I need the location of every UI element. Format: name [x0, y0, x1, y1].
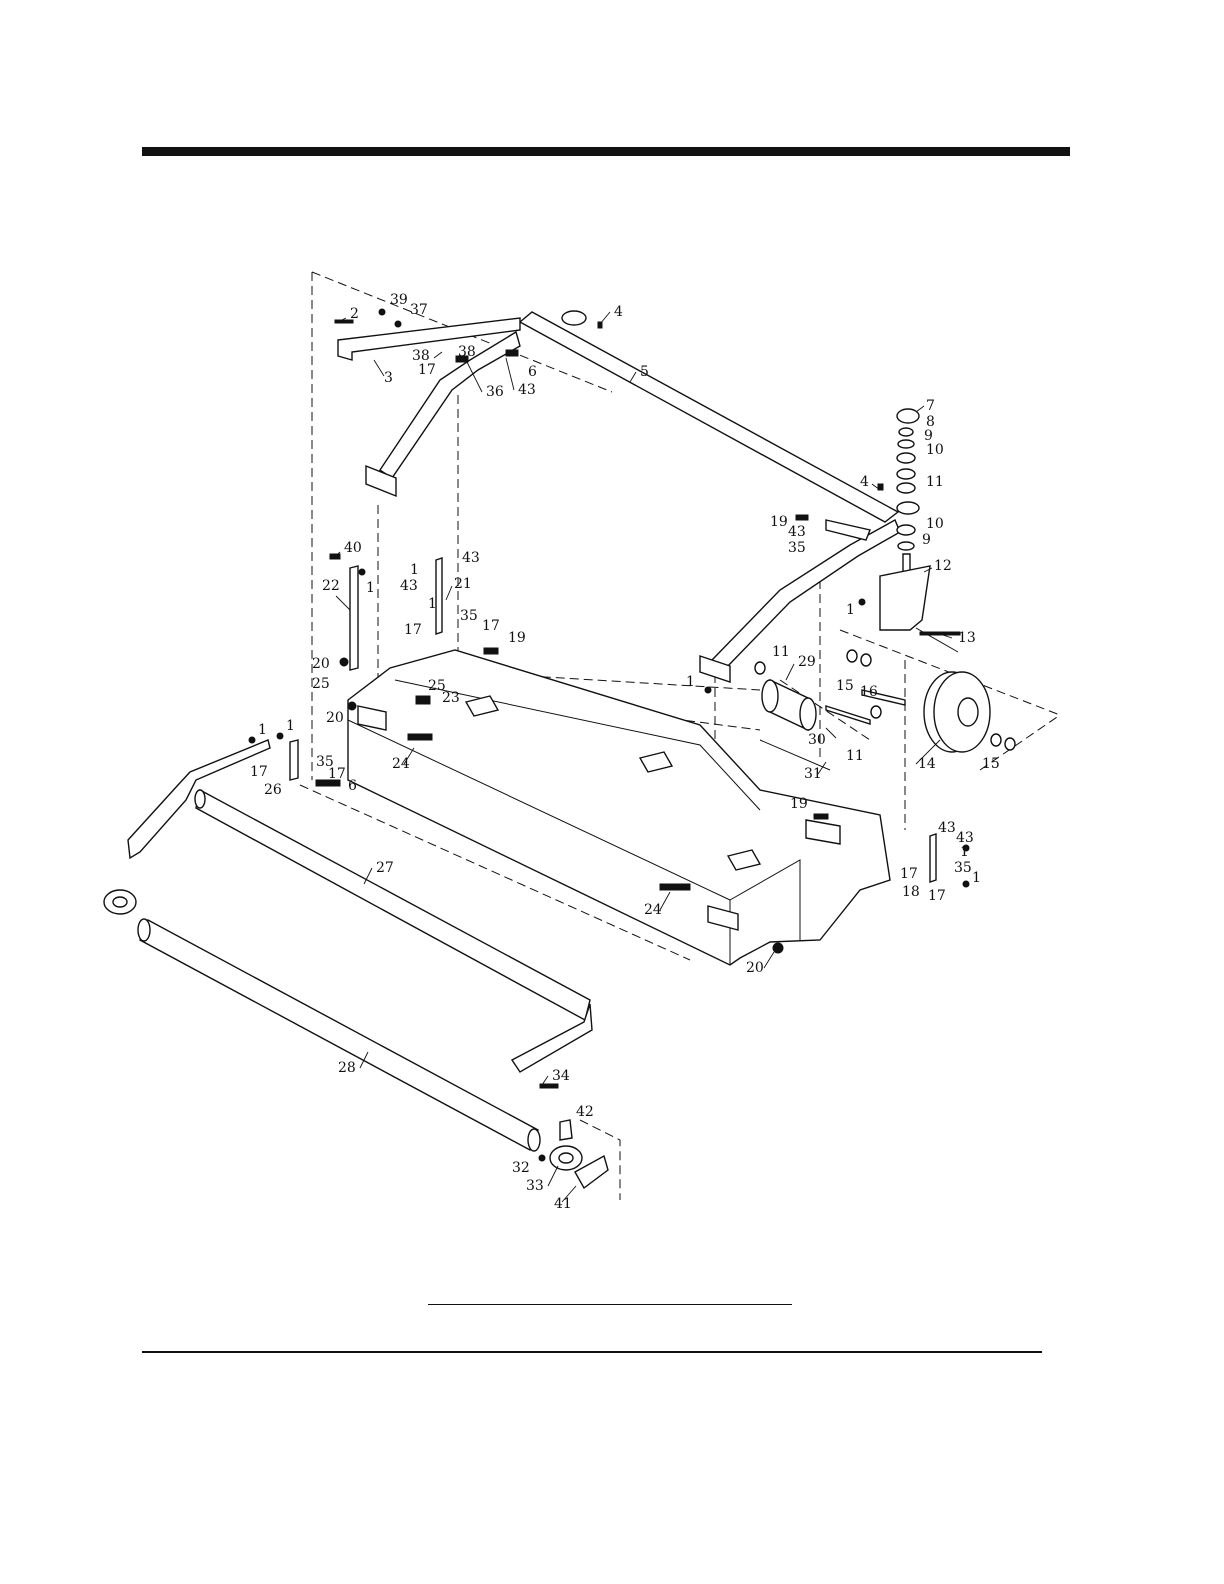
callout-19: 19: [508, 630, 526, 646]
callout-20: 20: [312, 656, 330, 672]
callout-1: 1: [846, 602, 855, 618]
caster-assembly: [847, 409, 1015, 752]
callout-14: 14: [918, 756, 936, 772]
callout-35: 35: [954, 860, 972, 876]
callout-1: 1: [410, 562, 419, 578]
callout-19: 19: [770, 514, 788, 530]
callout-31: 31: [804, 766, 822, 782]
callout-38: 38: [458, 344, 476, 360]
callout-6: 6: [348, 778, 357, 794]
callout-12: 12: [934, 558, 952, 574]
callout-1: 1: [428, 596, 437, 612]
callout-33: 33: [526, 1178, 544, 1194]
callout-17: 17: [900, 866, 918, 882]
callout-4: 4: [614, 304, 623, 320]
callout-22: 22: [322, 578, 340, 594]
callout-4: 4: [860, 474, 869, 490]
callout-16: 16: [860, 684, 878, 700]
callout-5: 5: [640, 364, 649, 380]
callout-15: 15: [836, 678, 854, 694]
callout-37: 37: [410, 302, 428, 318]
callout-17: 17: [418, 362, 436, 378]
callout-20: 20: [746, 960, 764, 976]
callout-2: 2: [350, 306, 359, 322]
callout-43: 43: [400, 578, 418, 594]
callout-6: 6: [528, 364, 537, 380]
callout-34: 34: [552, 1068, 570, 1084]
callout-30: 30: [808, 732, 826, 748]
callout-1: 1: [258, 722, 267, 738]
callout-23: 23: [442, 690, 460, 706]
callout-43: 43: [788, 524, 806, 540]
callout-27: 27: [376, 860, 394, 876]
callout-15: 15: [982, 756, 1000, 772]
callout-41: 41: [554, 1196, 572, 1212]
callout-43: 43: [518, 382, 536, 398]
callout-17: 17: [928, 888, 946, 904]
callout-11: 11: [772, 644, 790, 660]
callout-24: 24: [644, 902, 662, 918]
callout-10: 10: [926, 516, 944, 532]
callout-11: 11: [846, 748, 864, 764]
callout-1: 1: [686, 674, 695, 690]
callout-10: 10: [926, 442, 944, 458]
callout-40: 40: [344, 540, 362, 556]
callout-17: 17: [404, 622, 422, 638]
callout-43: 43: [938, 820, 956, 836]
callout-18: 18: [902, 884, 920, 900]
callout-43: 43: [462, 550, 480, 566]
callout-17: 17: [328, 766, 346, 782]
callout-9: 9: [922, 532, 931, 548]
callout-25: 25: [312, 676, 330, 692]
callout-19: 19: [790, 796, 808, 812]
callout-17: 17: [482, 618, 500, 634]
callout-17: 17: [250, 764, 268, 780]
callout-42: 42: [576, 1104, 594, 1120]
front-roller-28: [104, 890, 608, 1188]
callout-21: 21: [454, 576, 472, 592]
callout-39: 39: [390, 292, 408, 308]
callout-35: 35: [460, 608, 478, 624]
callout-11: 11: [926, 474, 944, 490]
callout-26: 26: [264, 782, 282, 798]
callout-7: 7: [926, 398, 935, 414]
callout-1: 1: [286, 718, 295, 734]
callout-3: 3: [384, 370, 393, 386]
callout-13: 13: [958, 630, 976, 646]
callout-1: 1: [366, 580, 375, 596]
callout-36: 36: [486, 384, 504, 400]
callout-1: 1: [960, 844, 969, 860]
callout-1: 1: [972, 870, 981, 886]
callout-29: 29: [798, 654, 816, 670]
callout-35: 35: [788, 540, 806, 556]
callout-28: 28: [338, 1060, 356, 1076]
callout-32: 32: [512, 1160, 530, 1176]
callout-20: 20: [326, 710, 344, 726]
